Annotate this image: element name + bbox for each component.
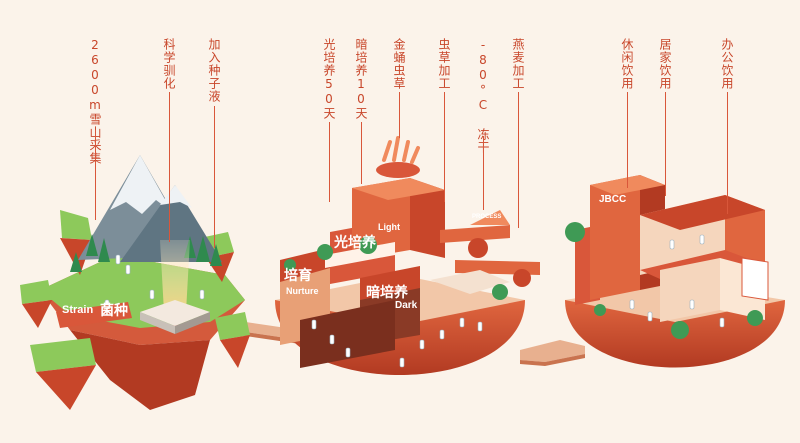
drinking-island xyxy=(565,175,785,368)
sign-nurture-cn: 培育 xyxy=(284,267,312,283)
sign-nurture-en: Nurture xyxy=(286,286,319,296)
label-dark-cultivation: 暗培养10天 xyxy=(354,38,368,120)
label-home-drinking: 居家饮用 xyxy=(658,38,672,90)
leader-line-home xyxy=(665,92,666,196)
leader-line-seed xyxy=(214,106,215,248)
walkway-right xyxy=(520,340,585,366)
sign-strain-en: Strain xyxy=(62,304,94,316)
leader-line-sci xyxy=(169,92,170,242)
label-light-cultivation: 光培养50天 xyxy=(322,38,336,120)
leader-line-dark xyxy=(361,122,362,184)
sign-light-en: Light xyxy=(378,222,400,232)
leader-line-leisure xyxy=(627,92,628,188)
label-leisure-drinking: 休闲饮用 xyxy=(620,38,634,90)
leader-line-light xyxy=(329,122,330,202)
label-add-seed-liquid: 加入种子液 xyxy=(207,38,221,103)
strain-island xyxy=(20,155,250,410)
label-oat-processing: 燕麦加工 xyxy=(511,38,525,90)
leader-line-process xyxy=(444,92,445,202)
leader-line-freeze xyxy=(483,136,484,210)
leader-line-golden xyxy=(399,92,400,138)
label-freeze-drying: -80°C 冻干 xyxy=(476,38,490,154)
sign-dark-en: Dark xyxy=(395,300,418,311)
sign-process: PROCESS xyxy=(472,214,502,220)
label-office-drinking: 办公饮用 xyxy=(720,38,734,90)
label-golden-cordyceps: 金蛹虫草 xyxy=(392,38,406,90)
leader-line-snow xyxy=(95,130,96,220)
sign-light-cn: 光培养 xyxy=(334,234,376,250)
leader-line-oat xyxy=(518,92,519,228)
sign-brand-jbcc: JBCC xyxy=(599,194,627,205)
sign-strain-cn: 菌种 xyxy=(100,302,128,318)
leader-line-office xyxy=(727,92,728,214)
nurture-island xyxy=(275,136,540,375)
label-snow-mountain-collection: 2600m雪山采集 xyxy=(88,38,102,165)
label-cordyceps-processing: 虫草加工 xyxy=(437,38,451,90)
sign-dark-cn: 暗培养 xyxy=(366,284,408,300)
label-scientific-domestication: 科学驯化 xyxy=(162,38,176,90)
